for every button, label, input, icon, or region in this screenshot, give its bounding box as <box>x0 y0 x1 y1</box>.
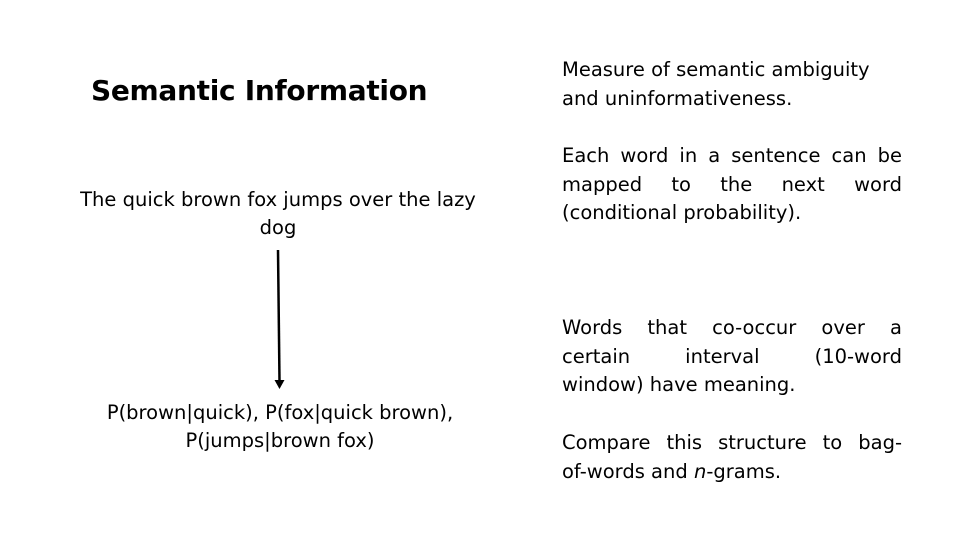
cooccur-line-2: certain interval (10-word <box>562 344 902 368</box>
conditional-probabilities: P(brown|quick), P(fox|quick brown), P(ju… <box>106 401 454 452</box>
down-arrow-icon <box>274 249 285 389</box>
slide-title: Semantic Information <box>91 74 428 107</box>
compare-n-italic: n <box>693 459 707 483</box>
example-sentence: The quick brown fox jumps over the lazy … <box>80 188 476 239</box>
ambiguity-note: Measure of semantic ambiguity and uninfo… <box>562 56 902 113</box>
mapping-line-3: (conditional probability). <box>562 201 802 224</box>
compare-line-2-start: of-words and <box>562 459 694 483</box>
mapping-line-1: Each word in a sentence can be <box>562 144 902 167</box>
ambiguity-text: Measure of semantic ambiguity and uninfo… <box>562 58 870 110</box>
compare-line-1: Compare this structure to bag- <box>562 431 902 454</box>
compare-line-2-end: -grams. <box>706 459 782 483</box>
cooccur-line-1: Words that co-occur over a <box>562 316 902 339</box>
mapping-line-2: mapped to the next word <box>562 172 902 196</box>
cooccur-line-3: window) have meaning. <box>562 373 796 396</box>
compare-line-2: of-words and n-grams. <box>562 458 902 487</box>
compare-note: Compare this structure to bag- of-words … <box>562 429 902 486</box>
mapping-note: Each word in a sentence can be mapped to… <box>562 142 902 228</box>
cooccur-note: Words that co-occur over a certain inter… <box>562 314 902 400</box>
